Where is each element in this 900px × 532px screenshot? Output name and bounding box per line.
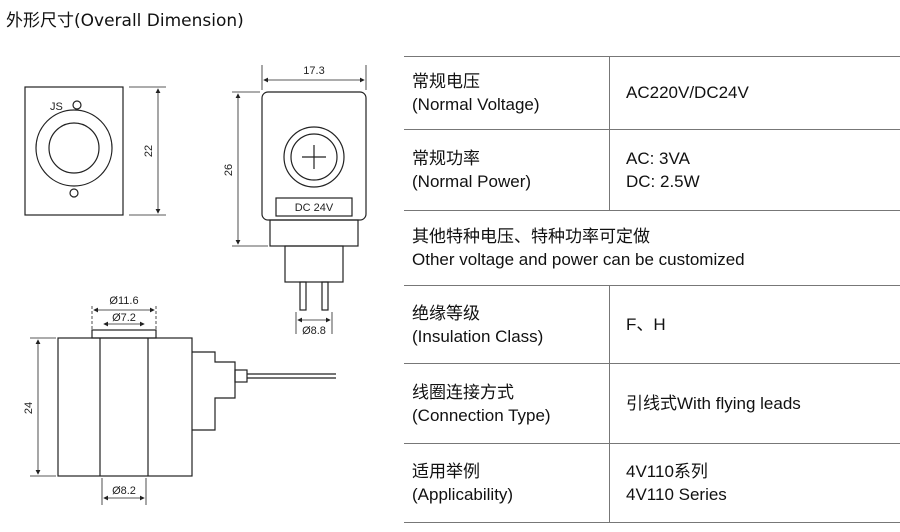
spec-label-en: (Applicability) [412,485,514,504]
spec-value: F、H [610,286,900,363]
js-mark-hole [72,100,82,110]
spec-label-cn: 常规电压 [412,71,480,91]
outer-diameter-dim: Ø11.6 [109,295,138,307]
spec-value-line: DC: 2.5W [626,172,700,191]
spec-table: 常规电压 (Normal Voltage) AC220V/DC24V 常规功率 … [404,56,900,523]
spec-label-en: (Insulation Class) [412,326,544,346]
side-height-dim: 26 [223,164,235,176]
side-view-inner-ring [290,133,338,181]
spec-row-insulation: 绝缘等级 (Insulation Class) F、H [404,286,900,364]
spec-value: AC: 3VA DC: 2.5W [610,130,900,210]
coil-label-box [275,197,353,217]
pins-dim: Ø8.8 [302,325,326,337]
spec-label: 常规功率 (Normal Power) [404,130,610,210]
spec-label-cn: 绝缘等级 [412,303,480,323]
top-width-dim: 17.3 [303,65,324,77]
coil-label: DC 24V [295,202,334,214]
spec-label-cn: 线圈连接方式 [412,382,514,402]
spec-note-cn: 其他特种电压、特种功率可定做 [412,227,650,246]
connector-base [269,219,359,247]
front-view-outer-ring [35,109,113,187]
spec-row-connection: 线圈连接方式 (Connection Type) 引线式With flying … [404,364,900,444]
spec-label: 线圈连接方式 (Connection Type) [404,364,610,443]
spec-label-cn: 常规功率 [412,149,480,168]
spec-value-line: F、H [626,315,666,334]
spec-value-line: 4V110 Series [626,485,727,504]
spec-label: 常规电压 (Normal Voltage) [404,56,610,129]
spec-row-voltage: 常规电压 (Normal Voltage) AC220V/DC24V [404,56,900,130]
spec-value: 引线式With flying leads [610,364,900,443]
bottom-hole [69,188,79,198]
front-view-body [24,86,124,216]
front-height-dim: 22 [143,145,155,157]
spec-row-power: 常规功率 (Normal Power) AC: 3VA DC: 2.5W [404,130,900,211]
pin-right [321,281,329,311]
front-view [24,86,166,216]
technical-drawing: JS 22 17.3 26 DC 24V Ø8.8 [23,65,367,505]
section-side-connector [192,351,236,431]
section-view-body [57,337,193,477]
spec-value-line: AC220V/DC24V [626,83,749,102]
spec-value: 4V110系列 4V110 Series [610,444,900,522]
connector-neck [284,245,344,283]
js-label: JS [50,101,63,113]
spec-note: 其他特种电压、特种功率可定做 Other voltage and power c… [404,211,900,285]
spec-label-en: (Normal Voltage) [412,94,540,114]
spec-value-line: 4V110系列 [626,462,708,481]
spec-row-applicability: 适用举例 (Applicability) 4V110系列 4V110 Serie… [404,444,900,523]
body-height-dim: 24 [23,402,35,414]
side-view [232,65,367,334]
spec-table-top-border [404,56,900,57]
pin-left [299,281,307,311]
page-title: 外形尺寸(Overall Dimension) [6,11,244,31]
section-top-cap [91,329,157,339]
spec-value-line: 引线式With flying leads [626,394,801,413]
spec-label: 适用举例 (Applicability) [404,444,610,522]
front-view-inner-ring [48,122,100,174]
side-view-outer-ring [283,126,345,188]
spec-label-en: (Normal Power) [412,172,532,191]
bottom-diameter-dim: Ø8.2 [112,485,136,497]
spec-note-en: Other voltage and power can be customize… [412,250,745,269]
spec-value-line: AC: 3VA [626,149,690,168]
spec-label-en: (Connection Type) [412,405,551,425]
spec-label-cn: 适用举例 [412,462,480,481]
spec-value: AC220V/DC24V [610,56,900,129]
inner-diameter-dim: Ø7.2 [112,312,136,324]
spec-row-custom-note: 其他特种电压、特种功率可定做 Other voltage and power c… [404,211,900,286]
section-view [30,306,336,505]
spec-label: 绝缘等级 (Insulation Class) [404,286,610,363]
